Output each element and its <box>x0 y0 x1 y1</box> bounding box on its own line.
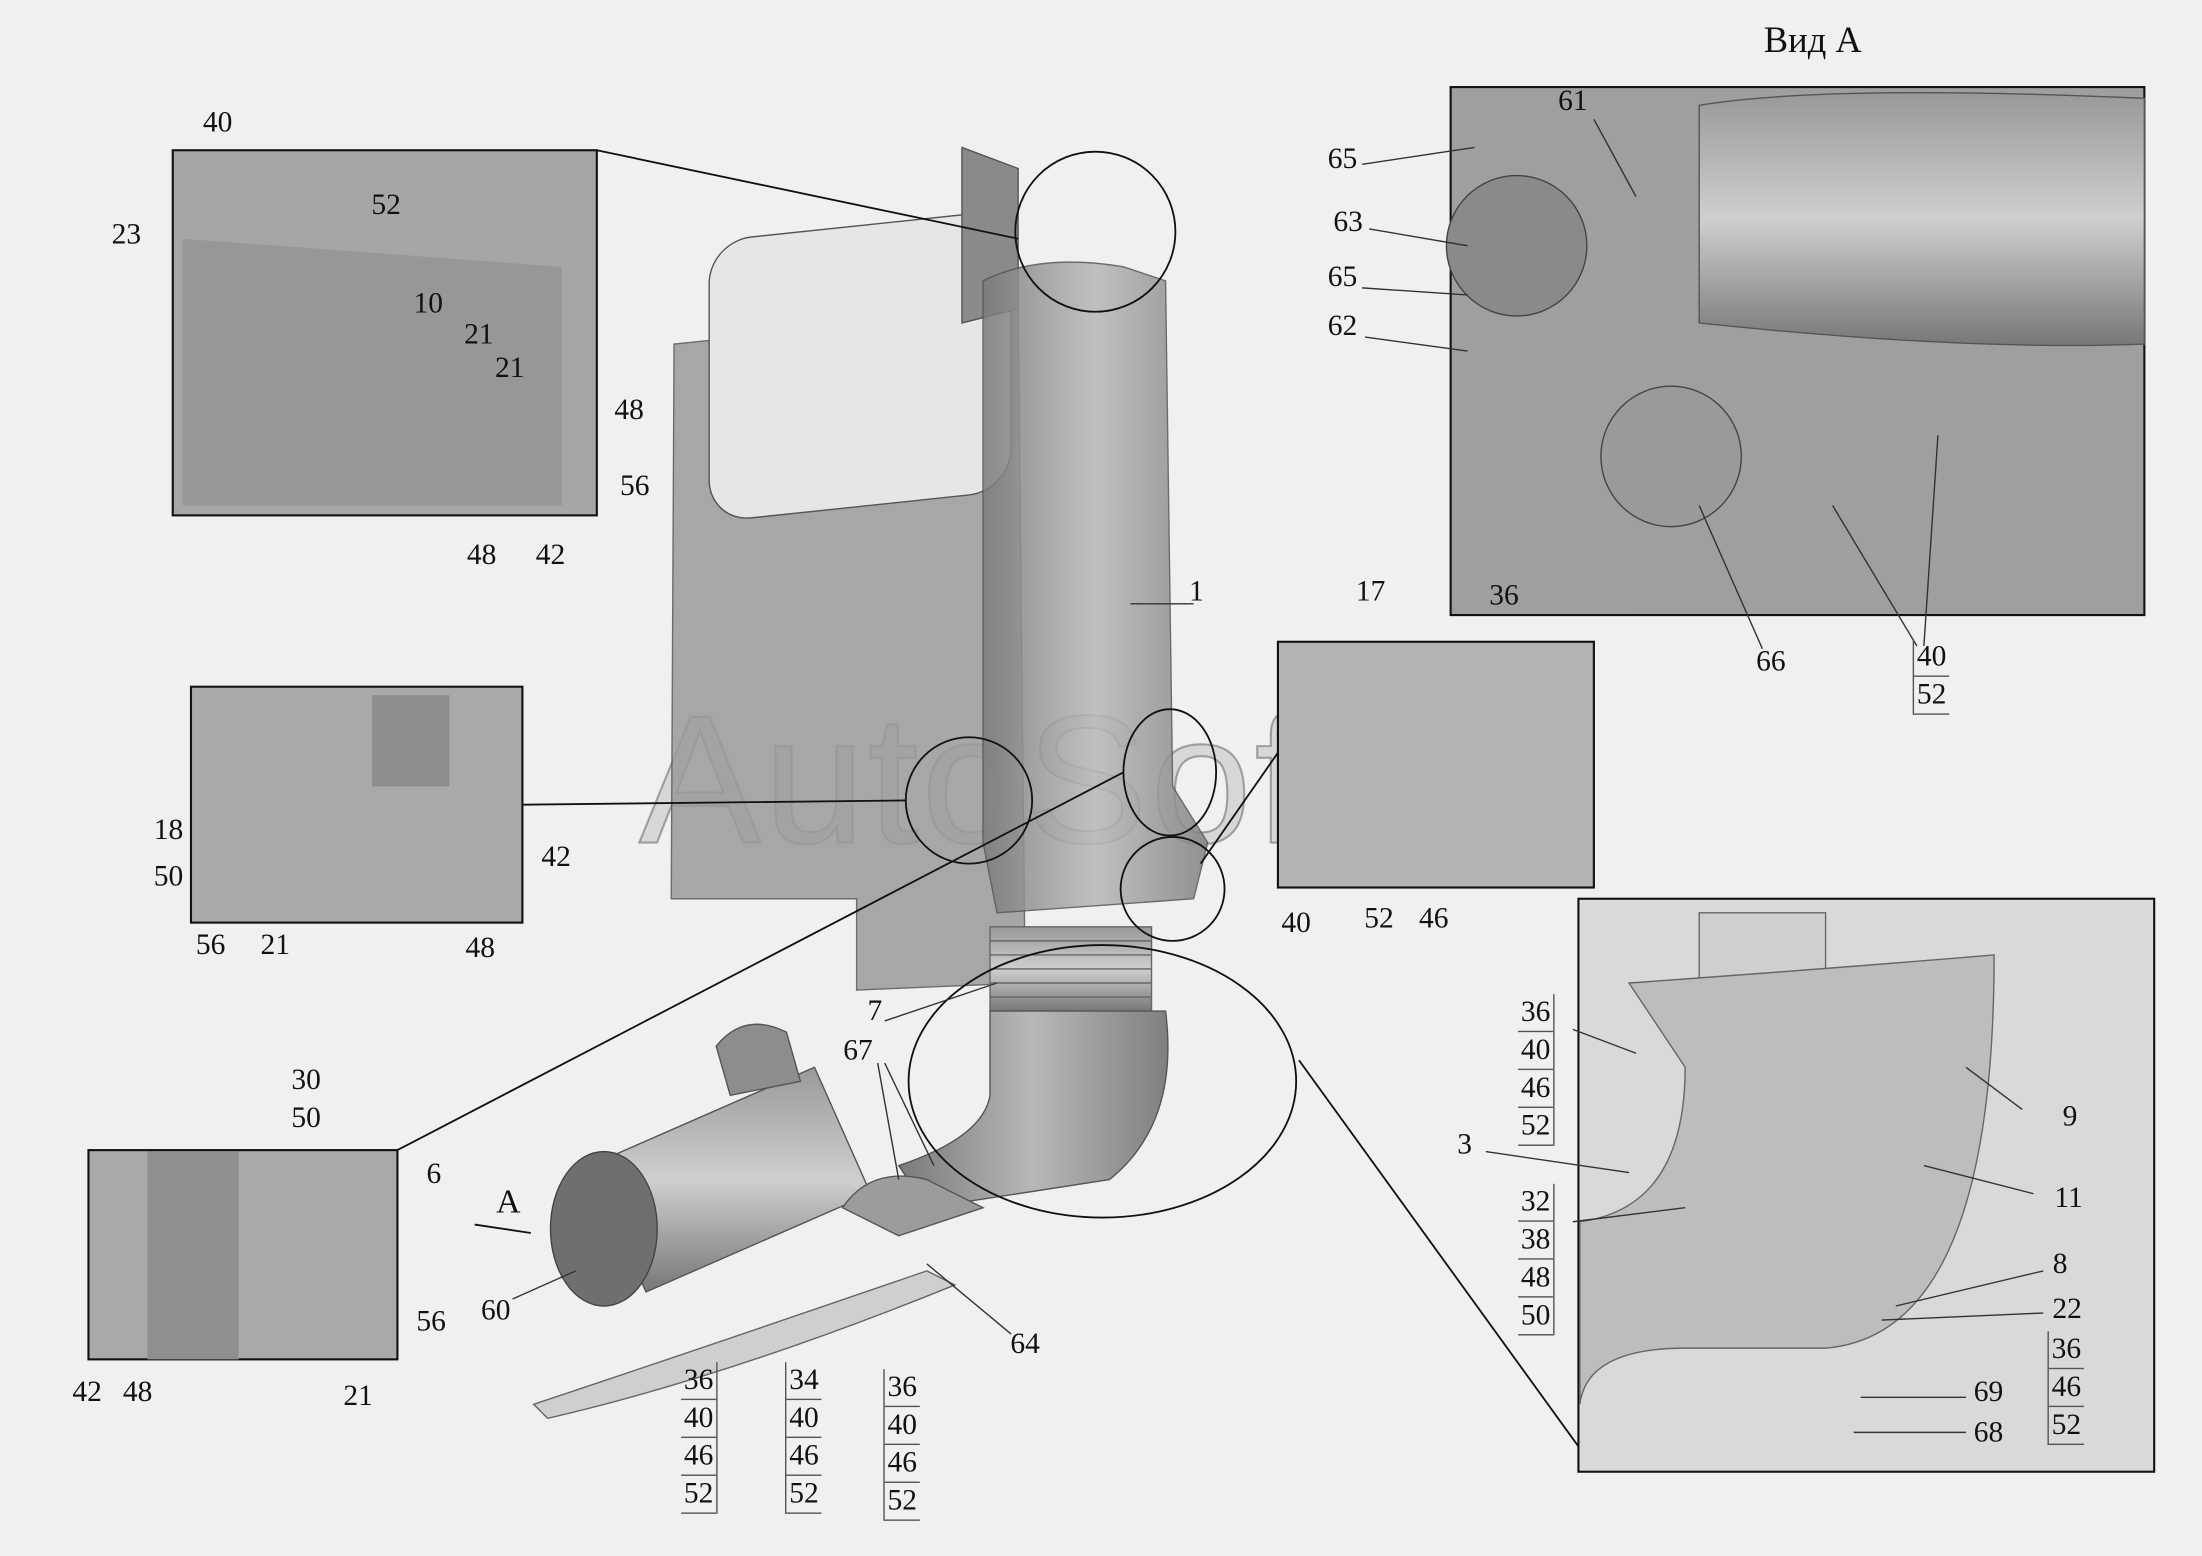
callout-stack-item: 36 <box>2048 1331 2084 1370</box>
callout-label: 18 <box>153 812 184 847</box>
callout-stack-item: 40 <box>884 1407 920 1446</box>
callout-label: 46 <box>1419 900 1449 935</box>
callout-label: 68 <box>1973 1414 2004 1449</box>
callout-stack-item: 36 <box>681 1362 717 1401</box>
callout-label: 7 <box>867 993 883 1028</box>
callout-label: 17 <box>1355 573 1386 608</box>
callout-stack-item: 32 <box>1518 1184 1554 1222</box>
callout-label: 67 <box>843 1032 873 1067</box>
callout-label: 3 <box>1457 1126 1473 1161</box>
callout-label: 36 <box>1489 577 1519 612</box>
callout-stack-item: 52 <box>786 1476 822 1514</box>
callout-label: 48 <box>122 1374 153 1408</box>
callout-label: 42 <box>541 839 571 873</box>
callout-stack-item: 36 <box>1518 994 1554 1033</box>
callout-label: 6 <box>426 1156 442 1191</box>
callout-label: 61 <box>1558 83 1588 118</box>
callout-label: 10 <box>413 285 444 320</box>
callout-label: 42 <box>535 537 566 571</box>
callout-label: 21 <box>495 350 525 385</box>
callout-stack-item: 34 <box>786 1362 822 1401</box>
callout-label: 65 <box>1327 259 1358 293</box>
callout-label: 1 <box>1189 573 1204 608</box>
callout-label: 8 <box>2052 1246 2068 1281</box>
callout-label: 30 <box>291 1062 321 1097</box>
callout-label: 62 <box>1327 308 1358 342</box>
callout-stack-item: 40 <box>1914 639 1950 677</box>
callout-label: 56 <box>416 1303 446 1338</box>
callout-label: 23 <box>111 216 142 251</box>
callout-label: 48 <box>466 537 497 571</box>
callout-stack-item: 52 <box>681 1476 717 1514</box>
inset-frames <box>87 86 2156 1473</box>
connector-lines <box>396 149 2145 1447</box>
view-a-marker: А <box>496 1184 521 1222</box>
callout-label: 9 <box>2062 1098 2078 1133</box>
callout-label: 63 <box>1333 204 1363 239</box>
callout-label: 52 <box>1364 900 1394 935</box>
leader-lines <box>512 119 2044 1434</box>
detail-circles <box>904 150 1298 1219</box>
callout-label: 22 <box>2052 1291 2082 1325</box>
callout-stack-item: 46 <box>2048 1369 2084 1408</box>
callout-stack-item: 48 <box>1518 1260 1554 1298</box>
view-a-title: Вид А <box>1763 19 1862 61</box>
callout-label: 40 <box>1281 905 1311 939</box>
callout-stack-item: 52 <box>1914 677 1950 715</box>
air-filter <box>532 1023 985 1420</box>
callout-stack-item: 38 <box>1518 1222 1554 1260</box>
callout-label: 48 <box>614 392 644 427</box>
callout-label: 48 <box>465 930 496 965</box>
callout-stack-item: 52 <box>884 1483 920 1521</box>
callout-label: 64 <box>1010 1326 1040 1361</box>
callout-label: 40 <box>202 104 233 139</box>
callout-label: 60 <box>480 1292 511 1327</box>
callout-label: 52 <box>371 187 401 222</box>
callout-stack-item: 46 <box>681 1438 717 1476</box>
callout-stack-item: 46 <box>786 1438 822 1476</box>
callout-stack-item: 50 <box>1518 1298 1554 1336</box>
callout-stack-item: 40 <box>681 1400 717 1439</box>
callout-label: 50 <box>153 858 184 893</box>
callout-stack-item: 52 <box>2048 1407 2084 1446</box>
callout-label: 65 <box>1327 141 1358 175</box>
callout-stack-item: 36 <box>884 1369 920 1408</box>
callout-label: 50 <box>291 1100 321 1134</box>
callout-label: 42 <box>72 1374 102 1408</box>
callout-label: 66 <box>1756 643 1786 678</box>
callout-stack-item: 46 <box>1518 1070 1554 1108</box>
callout-label: 21 <box>343 1378 373 1413</box>
callout-label: 21 <box>260 927 290 962</box>
callout-label: 21 <box>464 316 494 351</box>
callout-stack-item: 40 <box>1518 1032 1554 1071</box>
callout-label: 56 <box>195 927 226 962</box>
callout-stack-item: 52 <box>1518 1108 1554 1146</box>
callout-label: 69 <box>1973 1374 2004 1408</box>
callout-label: 11 <box>2054 1180 2083 1215</box>
callout-stack-item: 40 <box>786 1400 822 1439</box>
callout-stack-item: 46 <box>884 1445 920 1483</box>
callout-label: 56 <box>619 468 650 503</box>
